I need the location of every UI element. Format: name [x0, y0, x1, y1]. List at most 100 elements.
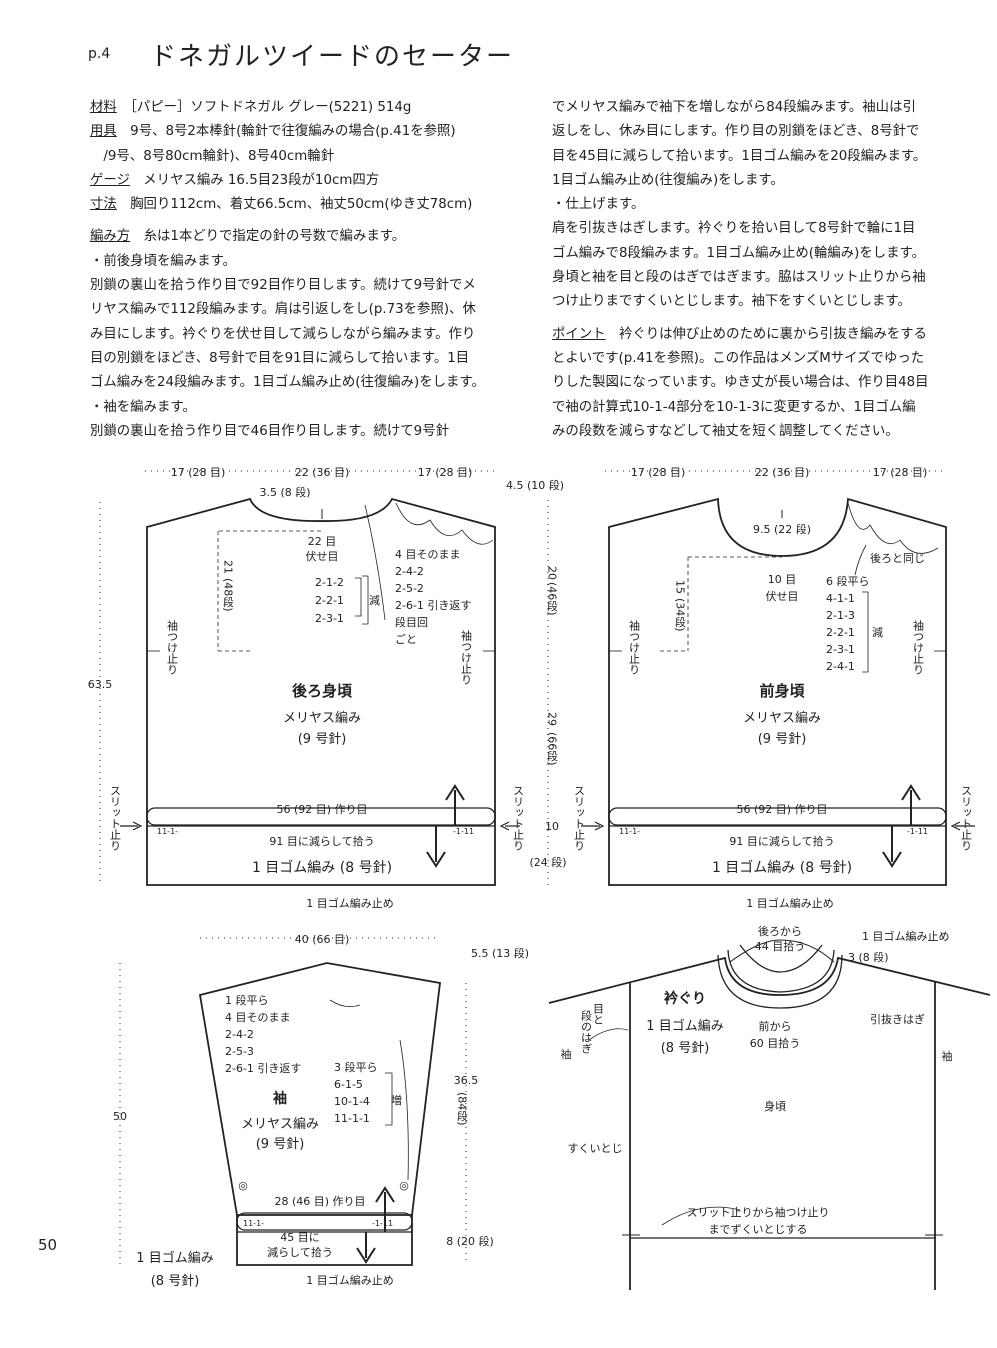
- diagram-label: (9 号針): [256, 1137, 305, 1152]
- diagram-label: 56 (92 目) 作り目: [276, 803, 367, 816]
- front-body-diagram: [581, 470, 975, 886]
- diagram-label: 増: [391, 1094, 402, 1107]
- right-line: ポイント 衿ぐりは伸び止めのために裏から引抜き編みをする: [552, 323, 972, 347]
- diagram-label: 1 目ゴム編み止め: [746, 896, 834, 910]
- diagram-label: 段目回: [395, 615, 428, 629]
- diagram-label: 袖つけ止り: [628, 619, 641, 675]
- diagram-label: (48段): [222, 578, 235, 612]
- diagram-label: 袖つけ止り: [166, 619, 179, 675]
- diagram-label: 袖: [942, 1049, 953, 1063]
- section-label: 用具: [90, 124, 117, 140]
- diagram-label: 91 目に減らして拾う: [269, 834, 374, 848]
- instruction-text: 胸回り112cm、着丈66.5cm、袖丈50cm(ゆき丈78cm): [130, 197, 473, 213]
- section-label: ゲージ: [90, 172, 130, 188]
- diagram-label: 15: [674, 580, 687, 594]
- diagram-label: 伏せ目: [306, 549, 339, 563]
- diagram-label: 袖: [561, 1047, 572, 1061]
- diagram-label: 2-2-1: [315, 594, 344, 607]
- diagram-labels: 17 (28 目)22 (36 目)17 (28 目)3.5 (8 段)4.5 …: [88, 466, 973, 1289]
- diagram-label: (66段): [546, 732, 559, 766]
- left-line: 別鎖の裏山を拾う作り目で92目作り目します。続けて9号針でメ: [90, 274, 530, 298]
- diagram-label: 減: [872, 625, 883, 639]
- right-line: 返しをし、休み目にします。作り目の別鎖をほどき、8号針で: [552, 120, 972, 144]
- diagram-label: 4-1-1: [826, 592, 855, 605]
- diagram-label: スリット止り: [109, 785, 122, 851]
- diagram-label: 2-3-1: [315, 612, 344, 625]
- instruction-text: りした製図になっています。ゆき丈が長い場合は、作り目48目: [552, 375, 929, 391]
- page-reference: p.4: [88, 46, 111, 62]
- diagram-label: 3 (8 段): [848, 950, 889, 964]
- diagram-label: 17 (28 目): [873, 466, 928, 479]
- diagram-label: (84段): [456, 1092, 469, 1126]
- right-line: ・仕上げます。: [552, 193, 972, 217]
- diagram-label: 9.5 (22 段): [753, 522, 811, 536]
- diagram-label: 1 目ゴム編み: [136, 1250, 213, 1266]
- diagram-label: 44 目拾う: [755, 939, 806, 953]
- instruction-text: とよいです(p.41を参照)。この作品はメンズMサイズでゆった: [552, 350, 925, 366]
- diagram-label: 2-5-2: [395, 582, 424, 595]
- instruction-text: ・袖を編みます。: [90, 399, 196, 415]
- diagram-label: ◎: [238, 1179, 248, 1192]
- diagram-label: 17 (28 目): [631, 466, 686, 479]
- diagram-label: 2-1-3: [826, 609, 855, 622]
- diagram-label: 22 (36 目): [755, 466, 810, 479]
- diagram-label: 2-1-2: [315, 576, 344, 589]
- instruction-text: 目を45目に減らして拾います。1目ゴム編みを20段編みます。: [552, 148, 927, 164]
- right-line: 身頃と袖を目と段のはぎではぎます。脇はスリット止りから袖: [552, 266, 972, 290]
- left-line: 別鎖の裏山を拾う作り目で46目作り目します。続けて9号針: [90, 420, 530, 444]
- diagram-label: 8 (20 段): [446, 1234, 494, 1248]
- instruction-text: 身頃と袖を目と段のはぎではぎます。脇はスリット止りから袖: [552, 270, 926, 286]
- instruction-text: 別鎖の裏山を拾う作り目で92目作り目します。続けて9号針でメ: [90, 278, 476, 294]
- diagram-label: 4 目そのまま: [395, 548, 461, 561]
- left-line: 寸法 胸回り112cm、着丈66.5cm、袖丈50cm(ゆき丈78cm): [90, 193, 530, 217]
- instruction-text: 別鎖の裏山を拾う作り目で46目作り目します。続けて9号針: [90, 423, 449, 439]
- page-number: 50: [38, 1236, 58, 1254]
- diagram-label: -1-11: [453, 827, 474, 836]
- diagram-label: 22 目: [308, 535, 337, 548]
- instruction-text: 目の別鎖をほどき、8号針で目を91目に減らして拾います。1目: [90, 350, 470, 366]
- instruction-text: 糸は1本どりで指定の針の号数で編みます。: [143, 229, 406, 245]
- back-body-diagram: [99, 470, 549, 886]
- sleeve-diagram: [119, 937, 467, 1266]
- assembly-diagram: [548, 939, 991, 1290]
- instruction-text: 1目ゴム編み止め(往復編み)をします。: [552, 172, 784, 188]
- left-line: リヤス編みで112段編みます。肩は引返しをし(p.73を参照)、休: [90, 298, 530, 322]
- diagram-label: メリヤス編み: [283, 710, 361, 726]
- left-line: 目の別鎖をほどき、8号針で目を91目に減らして拾います。1目: [90, 347, 530, 371]
- diagram-label: 1 目ゴム編み: [646, 1018, 723, 1034]
- diagram-label: 減らして拾う: [267, 1245, 333, 1259]
- diagram-label: 身頃: [764, 1099, 786, 1113]
- diagram-label: 17 (28 目): [418, 466, 473, 479]
- diagram-label: 28 (46 目) 作り目: [274, 1195, 365, 1208]
- instruction-text: ［パピー］ソフトドネガル グレー(5221) 514g: [130, 100, 412, 115]
- right-line: 目を45目に減らして拾います。1目ゴム編みを20段編みます。: [552, 145, 972, 169]
- section-label: ポイント: [552, 326, 606, 342]
- right-line: みの段数を減らすなどして袖丈を短く調整してください。: [552, 420, 972, 444]
- instruction-text: ・前後身頃を編みます。: [90, 253, 236, 269]
- diagram-label: 10 目: [768, 573, 797, 586]
- diagram-label: メリヤス編み: [743, 710, 821, 726]
- section-label: 寸法: [90, 197, 117, 213]
- diagram-label: 29: [546, 712, 559, 726]
- left-line: 用具 9号、8号2本棒針(輪針で往復編みの場合(p.41を参照): [90, 120, 530, 144]
- diagram-label: 2-5-3: [225, 1045, 254, 1058]
- instruction-text: 返しをし、休み目にします。作り目の別鎖をほどき、8号針で: [552, 124, 920, 140]
- diagram-label: (9 号針): [758, 732, 807, 747]
- right-line: でメリヤス編みで袖下を増しながら84段編みます。袖山は引: [552, 96, 972, 120]
- diagram-label: スリット止り: [512, 785, 525, 851]
- diagram-label: 1 目ゴム編み止め: [306, 896, 394, 910]
- left-line: /9号、8号80cm輪針)、8号40cm輪針: [90, 145, 530, 169]
- diagram-label: 3.5 (8 段): [259, 485, 310, 499]
- diagram-label: 1 段平ら: [225, 993, 269, 1007]
- diagram-label: 63.5: [88, 678, 113, 691]
- left-line: ゴム編みを24段編みます。1目ゴム編み止め(往復編み)をします。: [90, 371, 530, 395]
- instruction-text: /9号、8号80cm輪針)、8号40cm輪針: [90, 148, 335, 164]
- diagram-label: メリヤス編み: [241, 1116, 319, 1132]
- diagram-label: 45 目に: [280, 1231, 320, 1244]
- right-line: りした製図になっています。ゆき丈が長い場合は、作り目48目: [552, 371, 972, 395]
- diagram-label: 2-4-1: [826, 660, 855, 673]
- diagram-label: 後ろから: [758, 924, 802, 938]
- diagram-label: 2-3-1: [826, 643, 855, 656]
- diagram-label: 後ろ身頃: [291, 682, 353, 700]
